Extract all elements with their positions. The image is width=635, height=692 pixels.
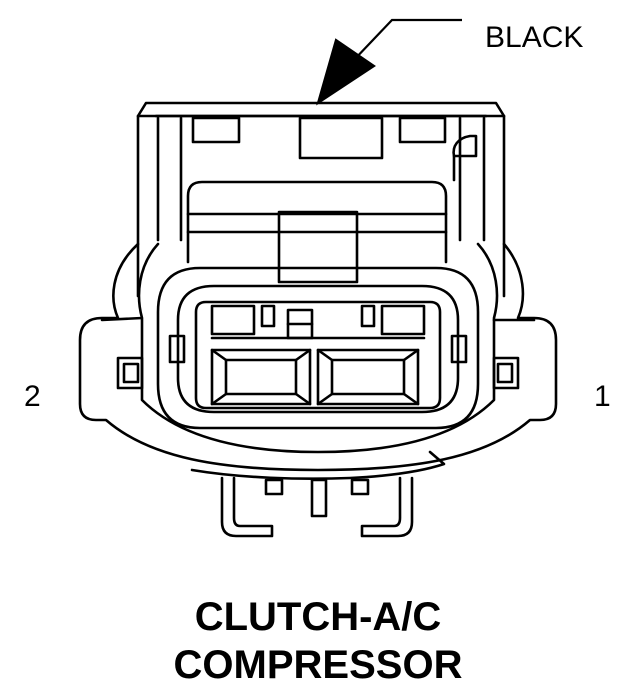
terminal-2-chamfer-tl <box>210 348 228 362</box>
shroud-tab-left <box>168 334 186 364</box>
shroud-ring-inner <box>176 284 460 414</box>
shell-lower-band <box>190 450 446 481</box>
side-window-left-inner <box>122 362 140 384</box>
inner-housing <box>186 180 448 264</box>
callout-arrowhead <box>316 38 376 106</box>
bottom-latch-left <box>220 476 274 538</box>
shroud-ring-outer <box>156 266 480 430</box>
side-window-right <box>492 356 520 390</box>
top-window-center <box>298 116 384 160</box>
terminal-1-chamfer-tr <box>402 348 420 362</box>
bottom-tab-2 <box>310 478 328 518</box>
cavity-frame <box>194 300 442 410</box>
center-key-tab <box>277 210 359 284</box>
terminal-1-chamfer-tl <box>316 348 334 362</box>
terminal-2-inner <box>224 358 298 396</box>
bottom-tab-1 <box>264 478 284 496</box>
top-window-left <box>191 116 241 144</box>
upper-slot-right-notch <box>360 304 376 328</box>
shroud-tab-right <box>450 334 468 364</box>
bottom-latch-right <box>360 476 414 538</box>
terminal-1-inner <box>330 358 406 396</box>
bottom-tab-3 <box>350 478 370 496</box>
terminal-1-chamfer-br <box>402 392 420 406</box>
terminal-2-outer <box>210 348 312 406</box>
callout-line <box>351 18 462 63</box>
connector-top-cover <box>136 101 506 118</box>
upper-slot-left <box>210 304 256 336</box>
upper-slot-left-notch <box>260 304 276 328</box>
side-window-right-inner <box>496 362 514 384</box>
top-window-right <box>398 116 447 144</box>
shell-mid-curve <box>100 242 499 454</box>
diagram-title-line-2: COMPRESSOR <box>174 643 463 687</box>
right-latch <box>452 134 478 158</box>
terminal-2-chamfer-br <box>294 392 312 406</box>
diagram-title-line-1: CLUTCH-A/C <box>195 595 442 639</box>
pin-2-label: 2 <box>24 380 41 413</box>
callout-leader <box>316 18 462 106</box>
shell-outer-curve <box>78 242 558 472</box>
upper-slot-right <box>380 304 426 336</box>
color-callout-label: BLACK <box>485 21 583 54</box>
terminal-1-chamfer-bl <box>316 392 334 406</box>
terminal-2-chamfer-tr <box>294 348 312 362</box>
terminal-2-chamfer-bl <box>210 392 228 406</box>
terminal-1-outer <box>316 348 420 406</box>
pin-1-label: 1 <box>594 380 611 413</box>
connector-body <box>78 101 558 538</box>
side-window-left <box>116 356 144 390</box>
